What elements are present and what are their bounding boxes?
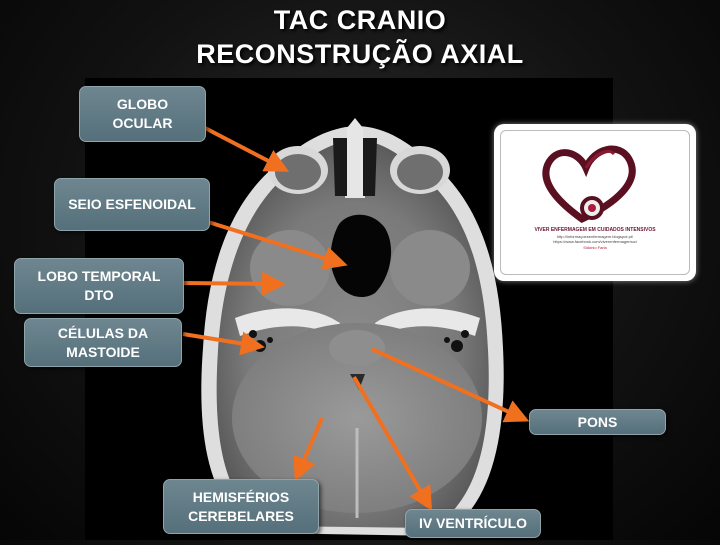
label-iv-ventriculo: IV VENTRÍCULO — [405, 509, 541, 538]
label-celulas-mastoide-line2: MASTOIDE — [66, 343, 140, 360]
label-hemisferios-line2: CEREBELARES — [188, 507, 294, 524]
label-lobo-temporal-line2: DTO — [84, 287, 114, 303]
label-pons-text: PONS — [577, 413, 618, 430]
arrow-pons — [371, 347, 530, 423]
label-globo-ocular: GLOBO OCULAR — [79, 86, 206, 142]
label-hemisferios-line1: HEMISFÉRIOS — [192, 488, 290, 505]
logo-url-blog: http://informaçoesenfermagem.blogspot.pt… — [556, 234, 634, 239]
arrow-globo-ocular — [204, 126, 290, 172]
label-globo-ocular-line2: OCULAR — [112, 115, 173, 131]
logo-frame — [500, 130, 690, 275]
ct-scan-drawing — [201, 118, 504, 536]
page-title: TAC CRANIO — [273, 5, 447, 35]
logo-url-facebook: https://www.facebook.com/viverenfermagem… — [553, 239, 637, 244]
page-subtitle: RECONSTRUÇÃO AXIAL — [196, 39, 524, 69]
label-lobo-temporal-line1: LOBO TEMPORAL — [37, 268, 161, 284]
label-pons: PONS — [529, 409, 666, 435]
label-hemisferios-cerebelares: HEMISFÉRIOS CEREBELARES — [163, 479, 319, 534]
stethoscope-heart-icon — [542, 145, 636, 224]
arrow-seio-esfenoidal — [207, 220, 348, 270]
label-celulas-mastoide: CÉLULAS DA MASTOIDE — [24, 318, 182, 367]
arrow-celulas-mastoide — [182, 331, 265, 356]
arrow-iv-ventriculo — [352, 375, 433, 511]
label-seio-esfenoidal-text: SEIO ESFENOIDAL — [68, 196, 196, 212]
logo-title: VIVER ENFERMAGEM EM CUIDADOS INTENSIVOS — [534, 227, 656, 233]
label-celulas-mastoide-line1: CÉLULAS DA — [57, 324, 149, 341]
label-seio-esfenoidal: SEIO ESFENOIDAL — [54, 178, 210, 231]
arrow-lobo-temporal — [183, 271, 286, 296]
label-lobo-temporal: LOBO TEMPORAL DTO — [14, 258, 184, 314]
logo-author: Sidonio Faria — [583, 245, 607, 250]
arrow-hemisferios — [293, 417, 324, 482]
label-globo-ocular-line1: GLOBO — [116, 96, 169, 112]
logo-card: VIVER ENFERMAGEM EM CUIDADOS INTENSIVOS … — [494, 124, 696, 281]
label-iv-ventriculo-text: IV VENTRÍCULO — [418, 515, 528, 531]
